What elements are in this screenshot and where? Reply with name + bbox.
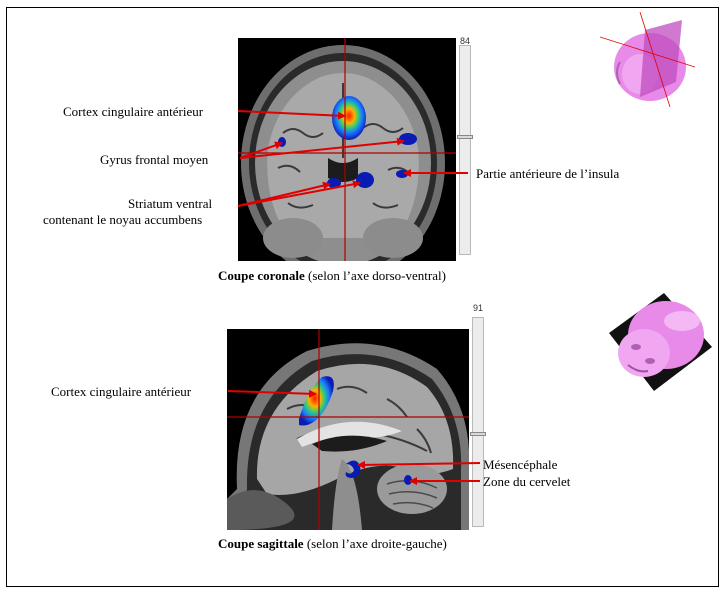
arrow-mfg-left [239,141,283,159]
label-acc-coronal: Cortex cingulaire antérieur [63,104,204,119]
caption-coronal: Coupe coronale (selon l’axe dorso-ventra… [218,268,446,284]
head-3d-model-coronal [600,12,695,107]
caption-coronal-rest: (selon l’axe dorso-ventral) [304,268,446,283]
label-insula: Partie antérieure de l’insula [476,166,620,181]
label-vs-line2: contenant le noyau accumbens [43,212,203,227]
caption-coronal-bold: Coupe coronale [218,268,305,283]
arrow-acc-coronal [237,110,346,120]
caption-sagittal: Coupe sagittale (selon l’axe droite-gauc… [218,536,447,552]
caption-sagittal-rest: (selon l’axe droite-gauche) [303,536,447,551]
coronal-slice-number: 84 [460,36,471,46]
label-cerebellum: Zone du cervelet [483,474,571,489]
coronal-slider-thumb[interactable] [457,135,473,139]
sagittal-slider-thumb[interactable] [470,432,486,436]
arrow-vs-right [237,180,361,207]
label-vs-line1: Striatum ventral [128,196,213,211]
caption-sagittal-bold: Coupe sagittale [218,536,304,551]
figure-frame [6,7,719,587]
head-3d-model-sagittal [609,293,712,391]
sagittal-slice-number: 91 [473,303,484,313]
label-mfg: Gyrus frontal moyen [100,152,209,167]
label-midbrain: Mésencéphale [483,457,558,472]
coronal-slice-slider[interactable] [457,45,473,255]
label-acc-sagittal: Cortex cingulaire antérieur [51,384,192,399]
arrow-mfg-right [239,137,405,159]
sagittal-slice-slider[interactable] [470,317,486,527]
activation-acc-coronal [332,96,366,140]
activation-midbrain [345,460,361,478]
activation-acc-sagittal [299,376,334,426]
arrow-acc-sagittal [227,389,317,398]
sagittal-mri-slice [227,329,469,530]
arrow-midbrain [357,460,481,469]
